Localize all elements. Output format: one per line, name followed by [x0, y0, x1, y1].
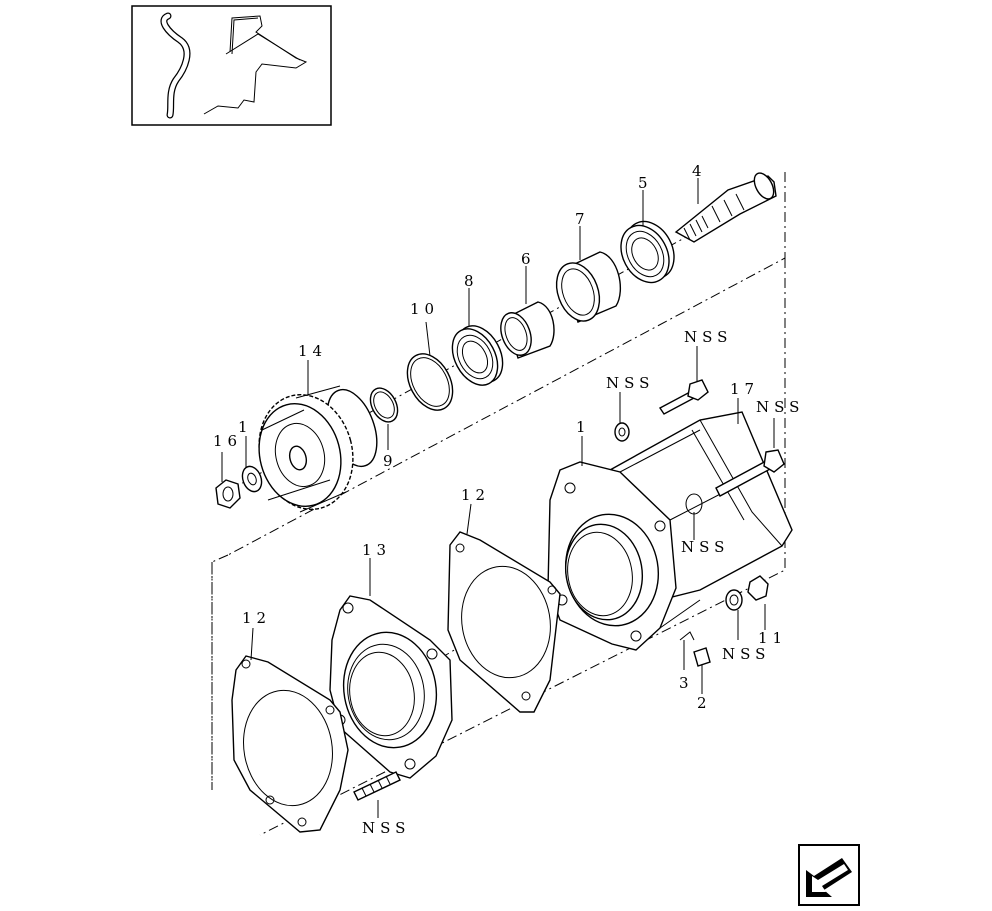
callout-6: 6	[521, 250, 536, 268]
callout-nss-6: NSS	[362, 819, 410, 837]
stud-nss-right	[715, 449, 785, 497]
callout-13: 13	[362, 541, 391, 559]
callout-nss-2: NSS	[606, 374, 654, 392]
shaft-part-4	[674, 172, 777, 243]
washer-nss	[614, 422, 630, 442]
bolt-nss-top	[658, 379, 709, 415]
stud-nss-bottom	[353, 771, 401, 801]
callout-8: 8	[464, 272, 479, 290]
snap-ring-part-10	[406, 353, 454, 411]
leader-lines	[221, 178, 775, 818]
callout-3: 3	[679, 674, 694, 692]
bearing-part-8	[451, 325, 504, 386]
housing-part-1	[547, 429, 733, 651]
callout-14: 14	[298, 342, 327, 360]
washer-part-16	[241, 465, 263, 493]
nut-part	[215, 479, 241, 509]
callout-nss-4: NSS	[681, 538, 729, 556]
callout-9: 9	[383, 452, 398, 470]
sleeve-part-7	[555, 251, 621, 323]
fitting-part-2	[679, 631, 711, 667]
callout-12-middle: 12	[461, 486, 490, 504]
back-arrow-icon[interactable]	[798, 844, 860, 906]
gasket-part-12-middle	[447, 531, 561, 713]
location-thumbnail-icon[interactable]	[131, 5, 332, 126]
snap-ring-part-9	[369, 387, 399, 423]
callout-12-front: 12	[242, 609, 271, 627]
bushing-part-6	[500, 301, 555, 359]
callout-11: 11	[758, 629, 787, 647]
nut-part-11	[725, 575, 769, 611]
adapter-plate-part-13	[329, 595, 453, 779]
callout-1: 1	[576, 418, 591, 436]
callout-nss-1: NSS	[684, 328, 732, 346]
callout-16: 16	[213, 432, 242, 450]
callout-10: 10	[410, 300, 439, 318]
callout-2: 2	[697, 694, 712, 712]
bearing-part-5	[620, 220, 675, 284]
callout-nss-3: NSS	[756, 398, 804, 416]
callout-nss-5: NSS	[722, 645, 770, 663]
callout-4: 4	[692, 162, 707, 180]
gasket-part-12-front	[231, 655, 349, 833]
callout-5: 5	[638, 174, 653, 192]
callout-16-1: 1	[238, 418, 253, 436]
callout-17: 17	[730, 380, 759, 398]
gear-part-14	[258, 385, 378, 513]
callout-7: 7	[575, 210, 590, 228]
callouts: 4 5 7 6 8 10 14 NSS NSS 17 NSS 1 1 16 9 …	[213, 162, 804, 837]
